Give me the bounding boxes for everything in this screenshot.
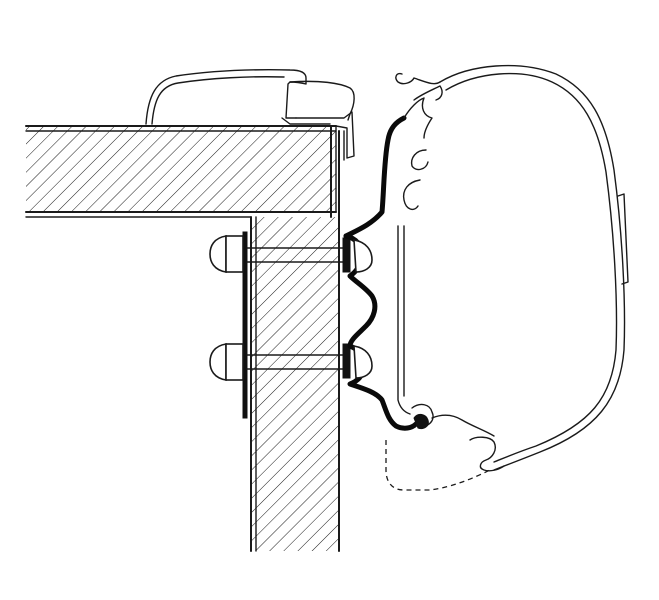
wall-section <box>250 130 345 552</box>
awning-cassette <box>395 64 629 472</box>
bolt-upper <box>209 235 351 273</box>
backing-plate <box>242 231 248 419</box>
roof-slab <box>25 125 337 218</box>
adapter-rail <box>343 115 419 431</box>
awning-lower-profile-dashed <box>385 440 491 491</box>
roof-edge-trim <box>145 69 355 159</box>
bolt-lower <box>209 343 351 381</box>
